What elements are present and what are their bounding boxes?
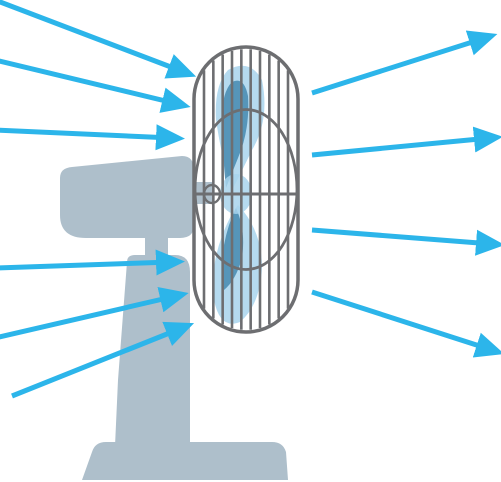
- fan-stand: [60, 156, 288, 480]
- intake-arrow: [0, 0, 197, 79]
- outflow-arrow: [311, 289, 501, 358]
- grille-center-cap: [202, 183, 222, 205]
- outflow-arrow: [311, 30, 498, 96]
- outflow-arrows: [311, 30, 501, 358]
- grille-ring: [193, 108, 299, 271]
- fan-grille: [192, 45, 300, 334]
- intake-arrow: [0, 58, 191, 113]
- outflow-arrow: [311, 227, 501, 256]
- outflow-arrow: [311, 126, 501, 158]
- intake-arrow: [0, 124, 185, 151]
- intake-arrow: [0, 249, 185, 276]
- intake-arrows: [0, 0, 197, 399]
- fan-motor-housing: [60, 156, 194, 238]
- intake-arrow: [11, 321, 195, 399]
- intake-arrow: [0, 286, 189, 340]
- fan-base: [82, 442, 288, 480]
